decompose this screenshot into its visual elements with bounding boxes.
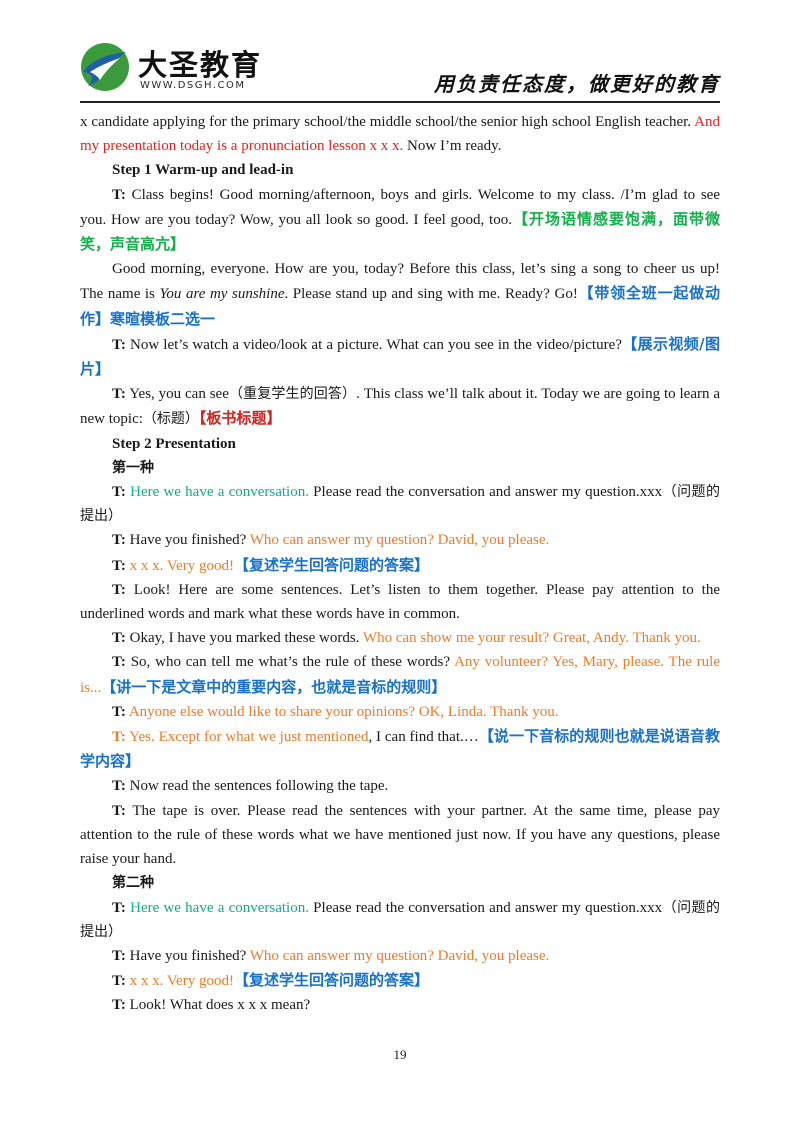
paragraph: x candidate applying for the primary sch… bbox=[80, 114, 720, 155]
brand-url: WWW.DSGH.COM bbox=[140, 80, 246, 91]
paragraph: T: Class begins! Good morning/afternoon,… bbox=[80, 186, 720, 254]
paragraph: T: x x x. Very good!【复述学生回答问题的答案】 bbox=[112, 971, 429, 990]
step-heading: Step 1 Warm-up and lead-in bbox=[112, 162, 294, 179]
section-label: 第二种 bbox=[112, 875, 154, 892]
paragraph: T: Now let’s watch a video/look at a pic… bbox=[80, 334, 720, 379]
paragraph: T: Now read the sentences following the … bbox=[112, 778, 389, 795]
paragraph: T: Anyone else would like to share your … bbox=[112, 703, 559, 720]
paragraph: T: Yes, you can see（重复学生的回答）. This class… bbox=[80, 386, 720, 428]
header-rule bbox=[80, 101, 720, 103]
document-body: x candidate applying for the primary sch… bbox=[80, 110, 720, 1018]
paragraph: T: Have you finished? Who can answer my … bbox=[112, 532, 550, 549]
paragraph: Good morning, everyone. How are you, tod… bbox=[80, 261, 720, 328]
paragraph: T: Okay, I have you marked these words. … bbox=[112, 630, 701, 647]
paragraph: T: Have you finished? Who can answer my … bbox=[112, 947, 550, 964]
section-label: 第一种 bbox=[112, 459, 154, 476]
header-slogan: 用负责任态度，做更好的教育 bbox=[434, 74, 720, 96]
brand-name: 大圣教育 bbox=[138, 48, 263, 82]
paragraph: T: Look! Here are some sentences. Let’s … bbox=[80, 581, 720, 623]
paragraph: T: Here we have a conversation. Please r… bbox=[80, 484, 721, 525]
paragraph: T: x x x. Very good!【复述学生回答问题的答案】 bbox=[112, 555, 429, 574]
paragraph: T: The tape is over. Please read the sen… bbox=[80, 802, 720, 868]
page-number: 19 bbox=[393, 1047, 407, 1062]
paragraph: T: Look! What does x x x mean? bbox=[112, 997, 311, 1014]
paragraph: T: Yes. Except for what we just mentione… bbox=[80, 727, 720, 771]
bird-logo-icon bbox=[81, 43, 129, 91]
paragraph: T: So, who can tell me what’s the rule o… bbox=[80, 654, 720, 696]
page-header: 大圣教育 WWW.DSGH.COM 用负责任态度，做更好的教育 bbox=[0, 0, 800, 108]
paragraph: T: Here we have a conversation. Please r… bbox=[80, 899, 721, 940]
step-heading: Step 2 Presentation bbox=[112, 435, 236, 452]
